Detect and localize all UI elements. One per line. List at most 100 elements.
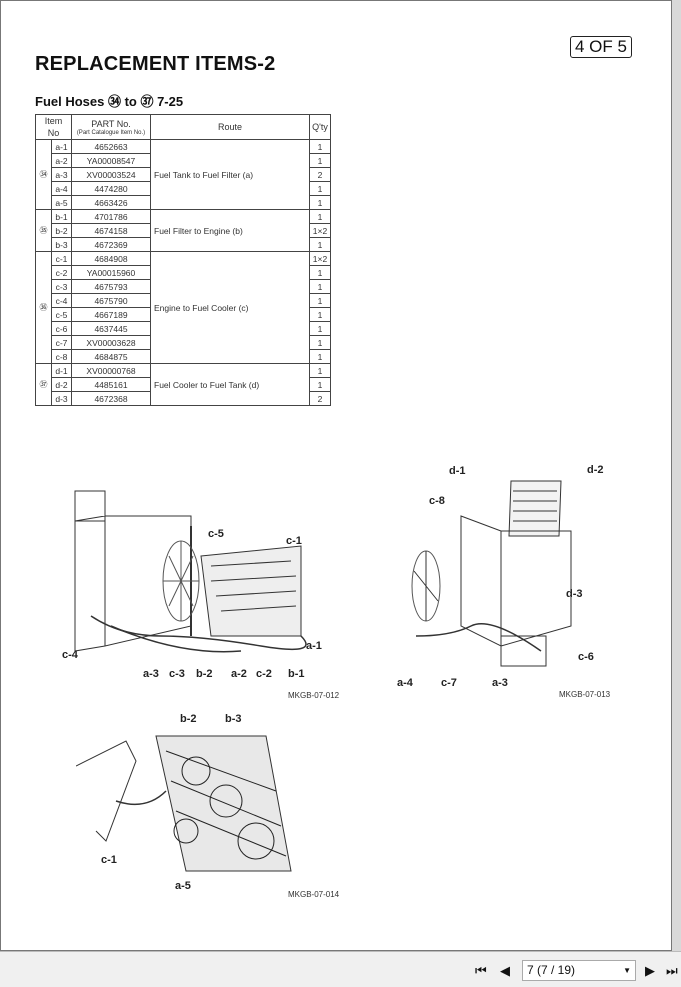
quantity: 1 — [309, 265, 331, 280]
engine-diagram-3 — [76, 735, 292, 872]
quantity: 1×2 — [309, 251, 331, 266]
header-item-no: Item No — [35, 114, 72, 140]
callout-label: a-5 — [175, 880, 191, 892]
callout-label: c-3 — [169, 668, 185, 680]
part-number: 4485161 — [71, 377, 151, 392]
callout-label: c-5 — [208, 528, 224, 540]
ref-code: a-4 — [51, 181, 72, 196]
route: Engine to Fuel Cooler (c) — [150, 251, 310, 364]
callout-label: a-3 — [492, 677, 508, 689]
last-page-button[interactable]: ⏭ — [666, 963, 678, 978]
part-number: XV00003628 — [71, 335, 151, 350]
figure-id: MKGB-07-013 — [559, 690, 611, 699]
callout-label: c-6 — [578, 651, 594, 663]
document-page: 4 OF 5 REPLACEMENT ITEMS-2 Fuel Hoses ㉞ … — [0, 0, 672, 951]
callout-label: c-1 — [101, 854, 117, 866]
ref-code: b-2 — [51, 223, 72, 238]
quantity: 2 — [309, 167, 331, 182]
callout-label: a-2 — [231, 668, 247, 680]
chevron-down-icon: ▼ — [623, 966, 631, 975]
quantity: 1 — [309, 237, 331, 252]
route: Fuel Filter to Engine (b) — [150, 209, 310, 252]
callout-label: b-2 — [196, 668, 213, 680]
callout-label: c-8 — [429, 495, 445, 507]
figure-id: MKGB-07-012 — [288, 691, 340, 700]
header-route: Route — [150, 114, 310, 140]
engine-diagram-1 — [74, 490, 307, 653]
part-number: 4684875 — [71, 349, 151, 364]
quantity: 1 — [309, 209, 331, 224]
quantity: 1 — [309, 335, 331, 350]
item-number: ㉟ — [35, 209, 52, 252]
section-title: Fuel Hoses ㉞ to ㊲ 7-25 — [35, 94, 184, 109]
ref-code: b-1 — [51, 209, 72, 224]
parts-table: Item No PART No.(Part Catalogue Item No.… — [35, 114, 331, 406]
page-select[interactable]: 7 (7 / 19)▼ — [522, 960, 636, 981]
ref-code: d-1 — [51, 363, 72, 378]
part-number: 4701786 — [71, 209, 151, 224]
header-qty: Q'ty — [309, 114, 331, 140]
quantity: 1 — [309, 195, 331, 210]
part-number: 4652663 — [71, 139, 151, 154]
part-number: YA00008547 — [71, 153, 151, 168]
quantity: 1 — [309, 153, 331, 168]
quantity: 1 — [309, 349, 331, 364]
item-number: ㊲ — [35, 363, 52, 406]
quantity: 1 — [309, 307, 331, 322]
quantity: 1 — [309, 181, 331, 196]
part-number: 4672369 — [71, 237, 151, 252]
route: Fuel Cooler to Fuel Tank (d) — [150, 363, 310, 406]
first-page-button[interactable]: ⏮ — [475, 963, 487, 978]
callout-label: b-2 — [180, 713, 197, 725]
ref-code: c-4 — [51, 293, 72, 308]
callout-label: a-1 — [306, 640, 322, 652]
quantity: 1 — [309, 363, 331, 378]
figure-id: MKGB-07-014 — [288, 890, 340, 899]
part-number: YA00015960 — [71, 265, 151, 280]
ref-code: a-3 — [51, 167, 72, 182]
ref-code: d-3 — [51, 391, 72, 406]
part-number: 4684908 — [71, 251, 151, 266]
quantity: 1×2 — [309, 223, 331, 238]
callout-label: c-2 — [256, 668, 272, 680]
quantity: 1 — [309, 139, 331, 154]
quantity: 1 — [309, 321, 331, 336]
ref-code: c-3 — [51, 279, 72, 294]
ref-code: a-2 — [51, 153, 72, 168]
previous-page-button[interactable]: ◀ — [500, 963, 510, 978]
callout-label: c-4 — [62, 649, 78, 661]
quantity: 1 — [309, 377, 331, 392]
next-page-button[interactable]: ▶ — [645, 963, 655, 978]
callout-label: c-7 — [441, 677, 457, 689]
ref-code: c-2 — [51, 265, 72, 280]
callout-label: a-4 — [397, 677, 413, 689]
header-part-no: PART No.(Part Catalogue Item No.) — [71, 114, 151, 140]
ref-code: d-2 — [51, 377, 72, 392]
part-number: 4663426 — [71, 195, 151, 210]
item-number: ㊱ — [35, 251, 52, 364]
callout-label: c-1 — [286, 535, 302, 547]
part-number: XV00003524 — [71, 167, 151, 182]
callout-label: b-1 — [288, 668, 305, 680]
ref-code: c-5 — [51, 307, 72, 322]
quantity: 1 — [309, 293, 331, 308]
engine-diagram-2 — [411, 480, 572, 667]
part-number: 4667189 — [71, 307, 151, 322]
viewer-toolbar: ⏮ ◀ 7 (7 / 19)▼ ▶ ⏭ — [0, 951, 681, 987]
part-number: 4637445 — [71, 321, 151, 336]
part-number: 4672368 — [71, 391, 151, 406]
part-number: 4674158 — [71, 223, 151, 238]
part-number: 4675790 — [71, 293, 151, 308]
callout-label: d-2 — [587, 464, 604, 476]
